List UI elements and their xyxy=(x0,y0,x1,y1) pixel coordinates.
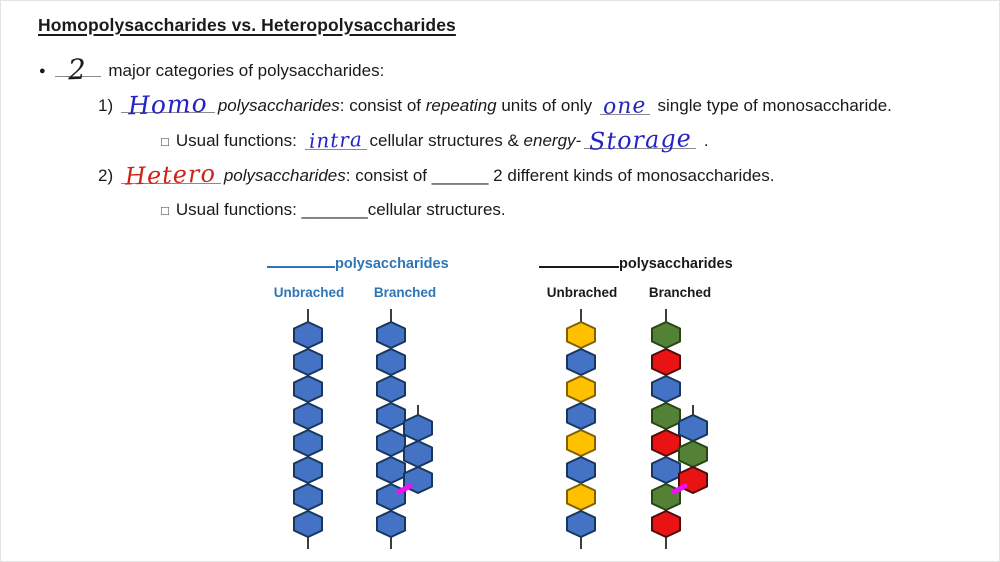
blue-monosaccharide-hexagon xyxy=(376,375,406,403)
hetero-branched-label: Branched xyxy=(648,285,712,300)
item2-line: 2) Hetero polysaccharides: consist of ___… xyxy=(98,159,775,191)
blue-monosaccharide-hexagon xyxy=(376,456,406,484)
yellow-monosaccharide-hexagon xyxy=(566,321,596,349)
blank-category-count: 2 xyxy=(54,52,101,87)
page-title: Homopolysaccharides vs. Heteropolysaccha… xyxy=(38,15,456,35)
sub1-italic-energy: energy- xyxy=(523,131,582,150)
red-monosaccharide-hexagon xyxy=(651,348,681,376)
item1-text1: : consist of xyxy=(339,96,426,115)
blue-monosaccharide-hexagon xyxy=(403,414,433,442)
blue-monosaccharide-hexagon xyxy=(293,510,323,538)
handwritten-storage: Storage xyxy=(588,124,693,156)
polysaccharide-chains xyxy=(293,309,708,549)
handwritten-hetero: Hetero xyxy=(124,159,217,191)
sub1-text3: . xyxy=(699,131,709,150)
item2-italic-polysaccharides: polysaccharides xyxy=(223,166,346,185)
yellow-monosaccharide-hexagon xyxy=(566,375,596,403)
blue-monosaccharide-hexagon xyxy=(293,402,323,430)
handwritten-category-count: 2 xyxy=(67,52,88,87)
blue-monosaccharide-hexagon xyxy=(293,429,323,457)
hetero-title-blank xyxy=(539,251,619,268)
blank-intra: intra xyxy=(304,127,367,153)
chain-homo-unbranched xyxy=(293,309,323,549)
red-monosaccharide-hexagon xyxy=(651,429,681,457)
item2-number: 2) xyxy=(98,166,118,185)
hetero-diagram-title: polysaccharides xyxy=(539,251,733,272)
square-bullet-icon: □ xyxy=(161,203,169,218)
hetero-unbranched-label: Unbrached xyxy=(546,285,618,300)
blue-monosaccharide-hexagon xyxy=(293,348,323,376)
hetero-title-text: polysaccharides xyxy=(619,256,733,272)
blue-monosaccharide-hexagon xyxy=(566,456,596,484)
handwritten-intra: intra xyxy=(308,127,363,153)
item1-italic-polysaccharides: polysaccharides xyxy=(217,96,340,115)
sub1-text2: cellular structures & xyxy=(369,131,524,150)
homo-diagram-title: polysaccharides xyxy=(267,251,449,272)
yellow-monosaccharide-hexagon xyxy=(566,483,596,511)
item1-text2: units of only xyxy=(496,96,597,115)
red-monosaccharide-hexagon xyxy=(651,510,681,538)
blue-monosaccharide-hexagon xyxy=(566,510,596,538)
bullet-text: major categories of polysaccharides: xyxy=(103,61,385,80)
blue-monosaccharide-hexagon xyxy=(293,321,323,349)
item1-subline: □ Usual functions: intra cellular structur… xyxy=(161,124,709,156)
blue-monosaccharide-hexagon xyxy=(678,414,708,442)
chain-hetero-unbranched xyxy=(566,309,596,549)
blank-hetero: Hetero xyxy=(120,159,221,191)
bullet-line: ● 2 major categories of polysaccharides: xyxy=(39,52,385,87)
blue-monosaccharide-hexagon xyxy=(376,429,406,457)
yellow-monosaccharide-hexagon xyxy=(566,429,596,457)
blue-monosaccharide-hexagon xyxy=(376,348,406,376)
branch-glycosidic-bond xyxy=(671,483,688,495)
blue-monosaccharide-hexagon xyxy=(376,321,406,349)
blue-monosaccharide-hexagon xyxy=(376,402,406,430)
blue-monosaccharide-hexagon xyxy=(651,456,681,484)
blue-monosaccharide-hexagon xyxy=(376,483,406,511)
item1-italic-repeating: repeating xyxy=(425,96,497,115)
chain-hetero-branched xyxy=(651,309,708,549)
blue-monosaccharide-hexagon xyxy=(293,375,323,403)
blank-one: one xyxy=(599,93,650,120)
blue-monosaccharide-hexagon xyxy=(376,510,406,538)
handwritten-homo: Homo xyxy=(127,88,209,121)
item2-text1: : consist of ______ 2 different kinds of… xyxy=(345,166,775,185)
handwritten-one: one xyxy=(602,93,647,120)
green-monosaccharide-hexagon xyxy=(651,402,681,430)
homo-unbranched-label: Unbrached xyxy=(273,285,345,300)
blank-storage: Storage xyxy=(584,124,697,156)
item2-subline: □ Usual functions: _______cellular struct… xyxy=(161,200,506,226)
blue-monosaccharide-hexagon xyxy=(566,402,596,430)
homo-title-text: polysaccharides xyxy=(335,256,449,272)
homo-title-blank xyxy=(267,251,335,268)
item1-text3: single type of monosaccharide. xyxy=(652,96,892,115)
bullet-icon: ● xyxy=(39,65,46,77)
chain-homo-branched xyxy=(376,309,433,549)
green-monosaccharide-hexagon xyxy=(651,321,681,349)
blue-monosaccharide-hexagon xyxy=(651,375,681,403)
item1-number: 1) xyxy=(98,96,118,115)
blue-monosaccharide-hexagon xyxy=(293,483,323,511)
item1-line: 1) Homo polysaccharides: consist of repea… xyxy=(98,88,892,121)
sub2-text1: Usual functions: _______cellular structu… xyxy=(175,200,506,219)
branch-glycosidic-bond xyxy=(396,483,413,495)
green-monosaccharide-hexagon xyxy=(651,483,681,511)
homo-branched-label: Branched xyxy=(373,285,437,300)
green-monosaccharide-hexagon xyxy=(678,440,708,468)
blue-monosaccharide-hexagon xyxy=(403,440,433,468)
blue-monosaccharide-hexagon xyxy=(293,456,323,484)
blank-homo: Homo xyxy=(120,88,215,121)
blue-monosaccharide-hexagon xyxy=(566,348,596,376)
sub1-text1: Usual functions: xyxy=(175,131,302,150)
square-bullet-icon: □ xyxy=(161,134,169,149)
